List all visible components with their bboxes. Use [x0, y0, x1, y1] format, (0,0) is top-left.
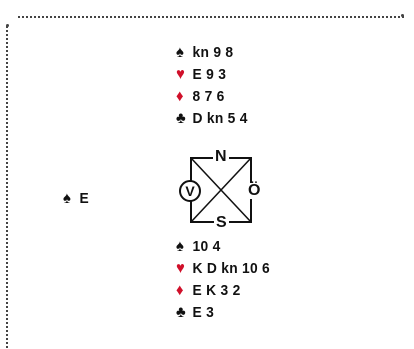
south-hearts: K D kn 10 6: [192, 260, 270, 277]
south-clubs-row: ♣ E 3: [176, 302, 270, 324]
compass-north-label: N: [213, 148, 229, 165]
south-diamonds-row: ♦ E K 3 2: [176, 280, 270, 302]
spade-icon: ♠: [63, 190, 72, 207]
north-spades: kn 9 8: [192, 44, 234, 61]
north-diamonds: 8 7 6: [192, 88, 225, 105]
south-diamonds: E K 3 2: [192, 282, 241, 299]
north-clubs-row: ♣ D kn 5 4: [176, 108, 248, 130]
west-spades: E: [79, 190, 90, 207]
compass-east-label: Ö: [246, 182, 263, 199]
compass-diagram: N S Ö V: [174, 148, 268, 231]
spade-icon: ♠: [176, 44, 185, 61]
compass-south-label: S: [214, 214, 229, 231]
north-hearts: E 9 3: [192, 66, 227, 83]
south-hearts-row: ♥ K D kn 10 6: [176, 258, 270, 280]
north-clubs: D kn 5 4: [192, 110, 248, 127]
south-spades-row: ♠ 10 4: [176, 236, 270, 258]
compass-west-label: V: [179, 180, 201, 202]
spade-icon: ♠: [176, 238, 185, 255]
south-hand: ♠ 10 4 ♥ K D kn 10 6 ♦ E K 3 2 ♣ E 3: [176, 236, 270, 324]
heart-icon: ♥: [176, 66, 186, 83]
corner-dot: [401, 14, 404, 17]
dotted-border-top: [18, 16, 404, 18]
club-icon: ♣: [176, 304, 186, 321]
north-hand: ♠ kn 9 8 ♥ E 9 3 ♦ 8 7 6 ♣ D kn 5 4: [176, 42, 248, 130]
west-spades-row: ♠ E: [63, 188, 89, 210]
north-spades-row: ♠ kn 9 8: [176, 42, 248, 64]
south-clubs: E 3: [192, 304, 215, 321]
dotted-border-left: [6, 26, 8, 348]
diamond-icon: ♦: [176, 88, 184, 105]
west-hand: ♠ E: [63, 188, 89, 210]
corner-dot: [6, 24, 9, 27]
south-spades: 10 4: [192, 238, 221, 255]
north-diamonds-row: ♦ 8 7 6: [176, 86, 248, 108]
diamond-icon: ♦: [176, 282, 184, 299]
north-hearts-row: ♥ E 9 3: [176, 64, 248, 86]
club-icon: ♣: [176, 110, 186, 127]
heart-icon: ♥: [176, 260, 186, 277]
